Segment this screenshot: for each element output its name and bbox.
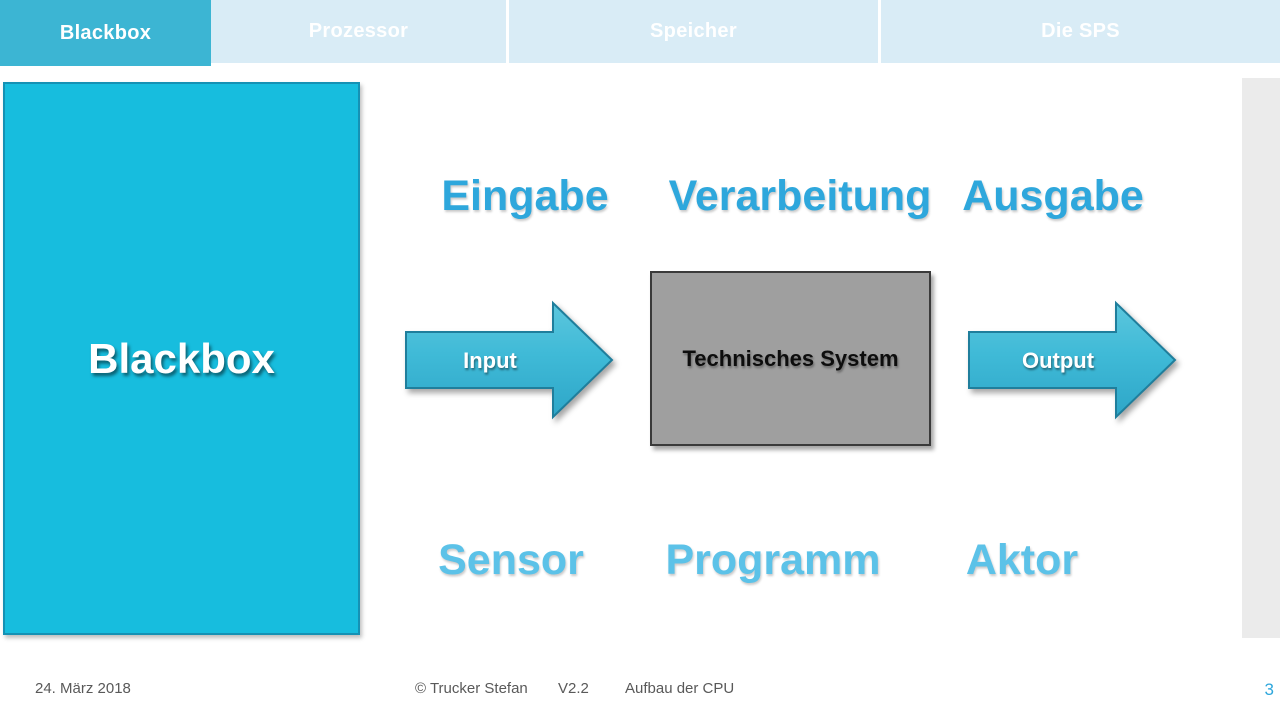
- right-edge-strip: [1242, 78, 1280, 638]
- technical-system-label: Technisches System: [682, 345, 899, 371]
- page-number: 3: [1264, 680, 1274, 699]
- column-header-verarbeitung: Verarbeitung: [668, 172, 932, 220]
- column-header-eingabe: Eingabe: [441, 172, 609, 220]
- output-arrow-shape: [968, 300, 1177, 420]
- column-header-ausgabe: Ausgabe: [962, 172, 1144, 220]
- input-arrow-label: Input: [463, 348, 517, 373]
- tab-prozessor[interactable]: Prozessor: [211, 0, 506, 63]
- footer-date: 24. März 2018: [35, 680, 131, 697]
- column-sublabel-programm: Programm: [665, 536, 881, 584]
- footer-version: V2.2: [558, 680, 589, 697]
- footer-copyright: © Trucker Stefan: [415, 680, 528, 697]
- tab-die-sps[interactable]: Die SPS: [881, 0, 1280, 63]
- column-sublabel-aktor: Aktor: [965, 536, 1079, 584]
- tab-divider: [506, 0, 509, 63]
- blackbox-panel: Blackbox: [3, 82, 360, 635]
- technical-system-box: Technisches System: [650, 271, 931, 446]
- slide-footer: 24. März 2018 © Trucker Stefan V2.2 Aufb…: [0, 676, 1280, 706]
- input-arrow-shape: [405, 300, 614, 420]
- footer-presentation-title: Aufbau der CPU: [625, 680, 735, 697]
- tab-speicher[interactable]: Speicher: [509, 0, 878, 63]
- column-sublabel-sensor: Sensor: [438, 536, 584, 584]
- tab-bar: Blackbox Prozessor Speicher Die SPS: [0, 0, 1280, 66]
- tab-divider: [878, 0, 881, 63]
- tab-blackbox[interactable]: Blackbox: [0, 0, 211, 66]
- output-arrow-label: Output: [1021, 348, 1095, 373]
- blackbox-panel-label: Blackbox: [88, 334, 275, 382]
